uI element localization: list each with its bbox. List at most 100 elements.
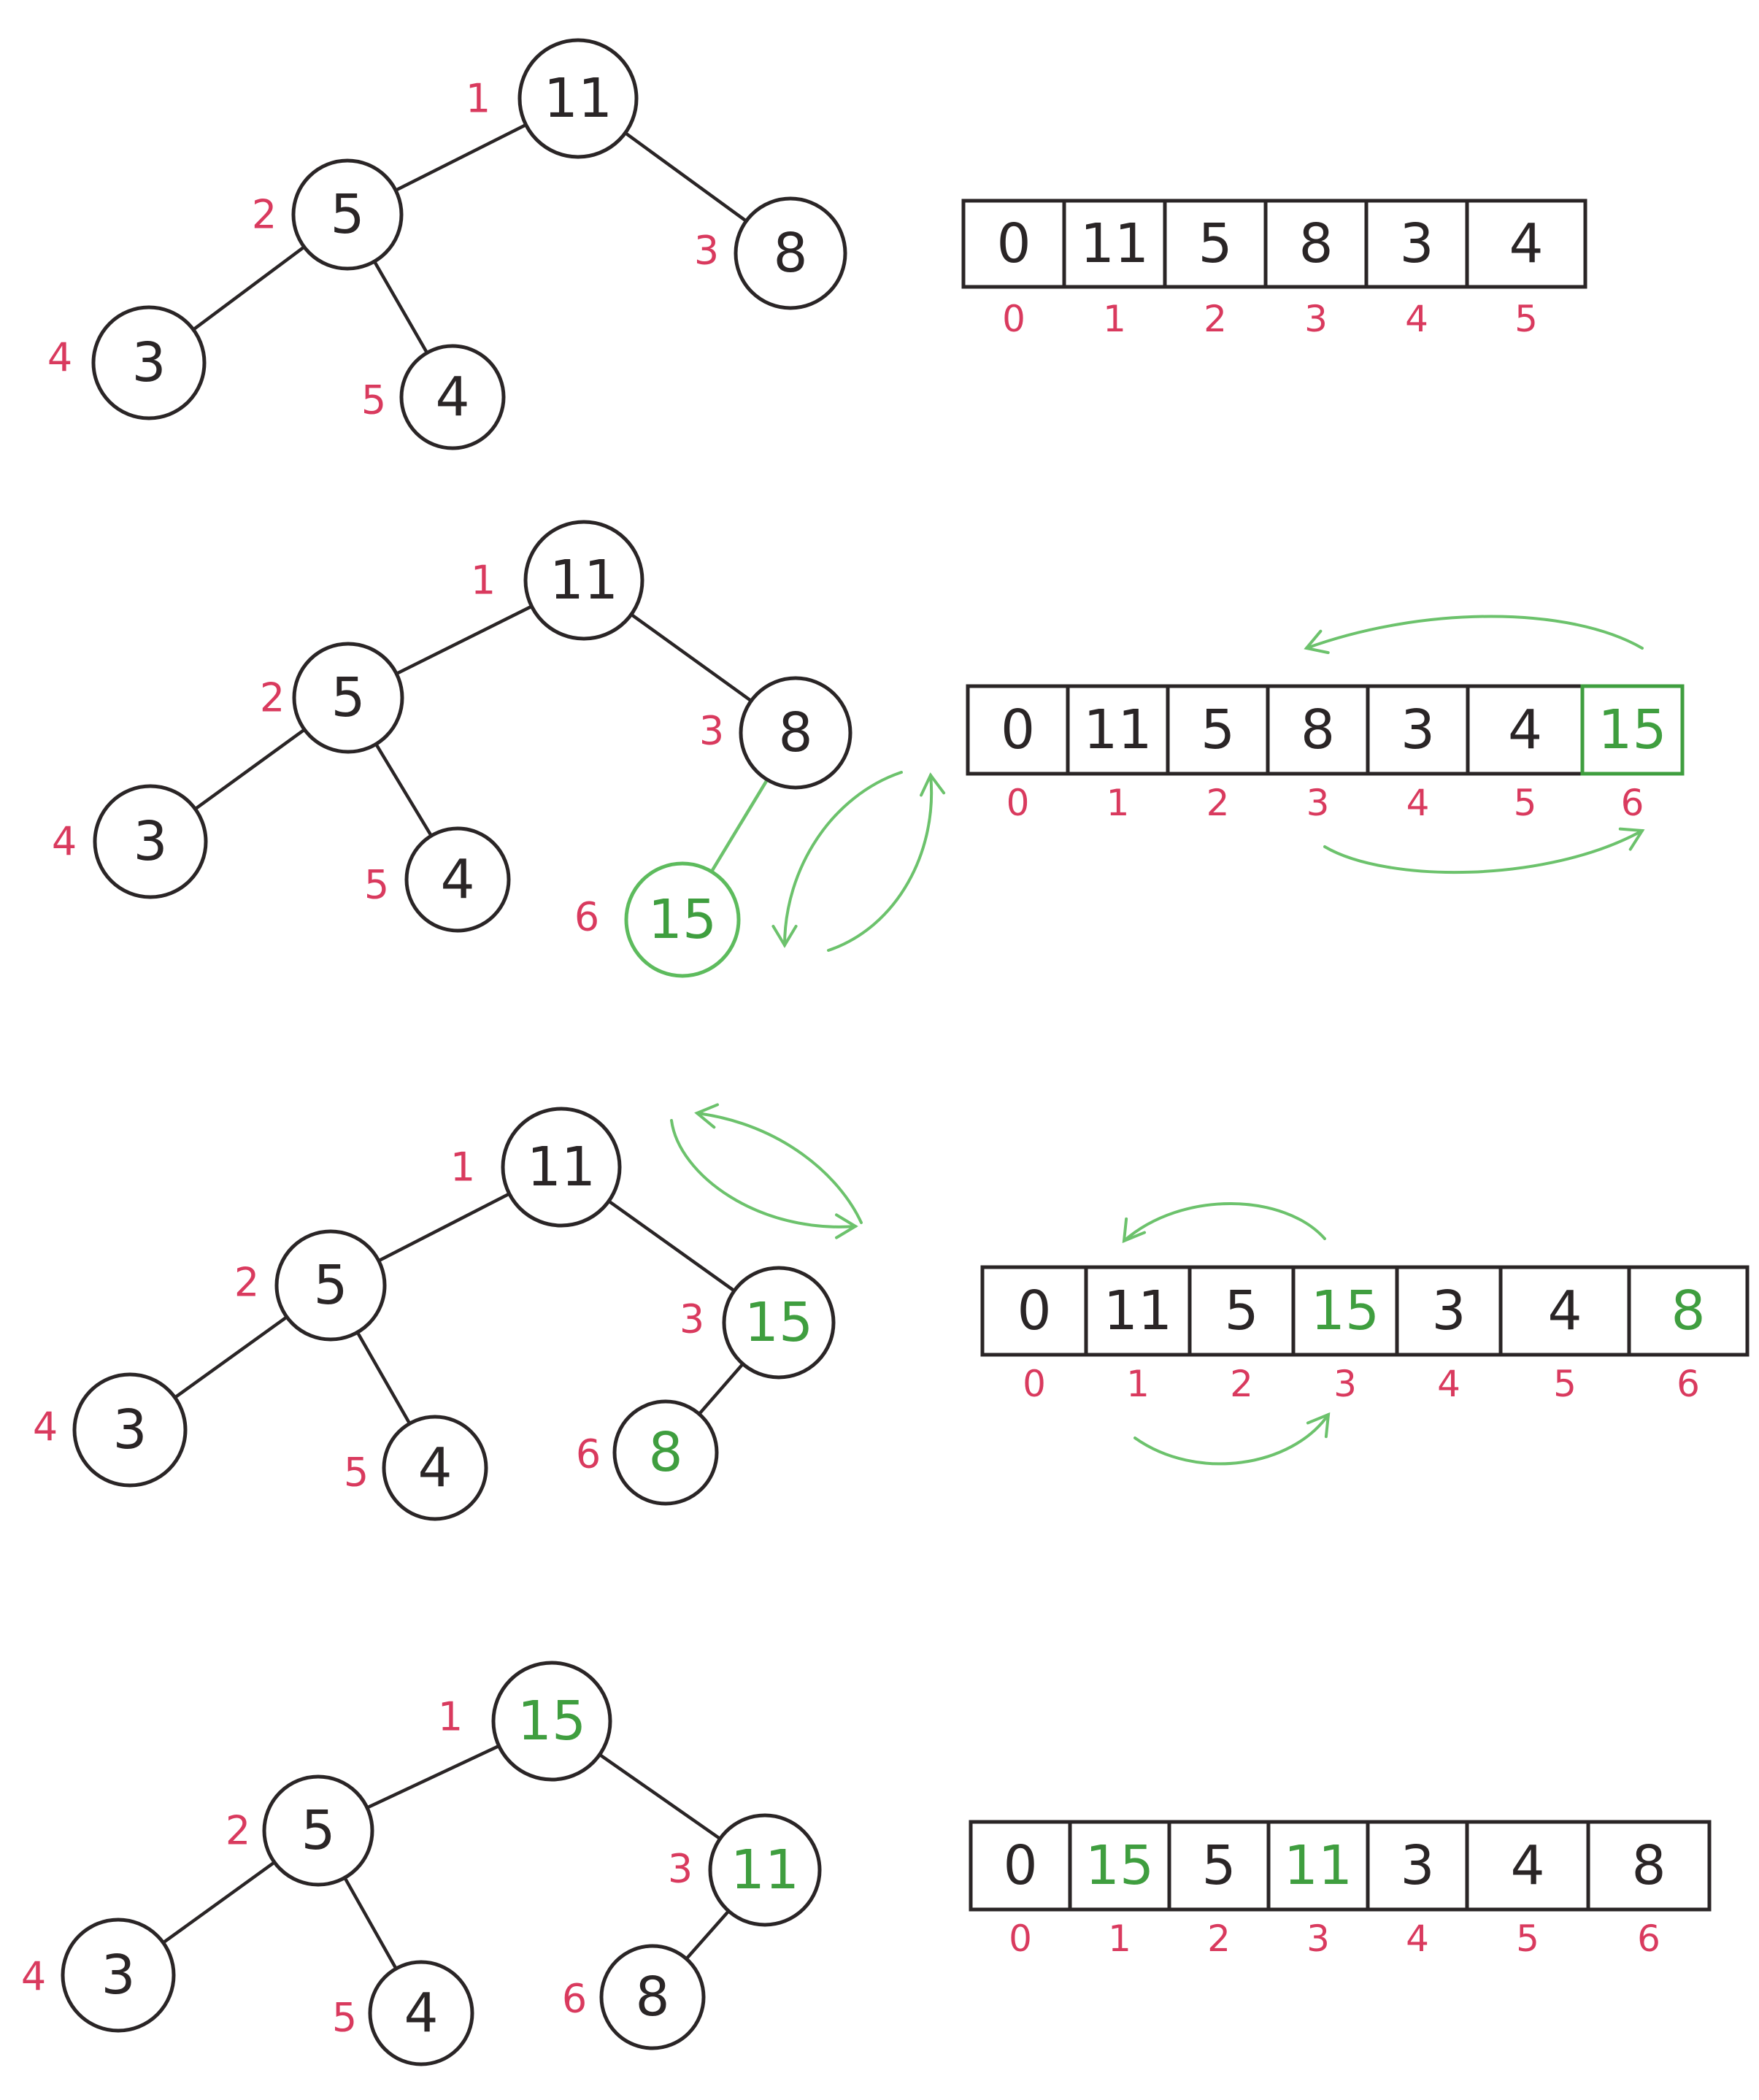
tree-node: 151 [438,1661,612,1782]
tree-node-index-label: 5 [361,377,386,423]
array-index-label: 2 [1207,1918,1231,1960]
tree-edge [173,1315,289,1399]
tree-node: 86 [562,1944,706,2050]
tree-node-circle [382,1415,488,1521]
array-cell [966,684,1070,776]
tree-node-index-label: 1 [471,558,496,604]
array-cell-value: 8 [1671,1280,1705,1342]
swap-arrow [1304,615,1644,655]
tree-node-value: 11 [731,1839,799,1901]
swap-arrow [827,772,946,952]
array-index-label: 0 [1023,1363,1046,1405]
swap-arrow [670,1119,858,1239]
array-cell-value: 3 [1400,1834,1434,1897]
tree-node-index-label: 5 [344,1450,369,1496]
tree-node-index-label: 3 [680,1296,704,1342]
tree-edge [685,1909,731,1961]
array-cell [1163,199,1268,289]
tree-node-value: 11 [550,549,618,612]
swap-arrow [1133,1412,1331,1466]
array-cell-value: 8 [1631,1834,1666,1897]
tree-node-circle [734,196,847,310]
tree-node-value: 3 [131,331,166,394]
array-cell-value: 5 [1201,1834,1236,1897]
tree-node-circle [612,1399,719,1506]
swap-arrow-path [827,774,934,952]
tree-node: 34 [33,1372,188,1488]
tree-node-index-label: 2 [226,1808,250,1854]
array-cell-value: 3 [1399,212,1433,275]
swap-arrow-path [1323,829,1644,874]
swap-arrow-head [835,1213,858,1239]
tree-edge [377,1192,512,1263]
array-cell-value: 4 [1510,1834,1544,1897]
tree-edge [161,1861,277,1945]
array-index-label: 0 [1009,1918,1032,1960]
tree-node-value: 11 [527,1136,596,1199]
array-index-label: 1 [1126,1363,1150,1405]
tree-node-circle [722,1266,836,1380]
tree-node: 45 [344,1415,488,1521]
array-cell [1068,1820,1171,1912]
array-index-label: 6 [1677,1363,1700,1405]
array-cell [1263,199,1369,289]
tree-node-index-label: 4 [47,335,72,381]
swap-arrow-head [1304,629,1330,655]
swap-arrow [771,771,903,948]
tree-edge [355,1330,412,1426]
tree-edge [393,123,528,192]
tree-edge [191,245,306,331]
array-cell [1266,684,1370,776]
array-index-label: 3 [1333,1363,1357,1405]
array-index-label: 1 [1103,298,1126,340]
tree-node: 156 [574,861,741,978]
tree-node-circle [599,1944,706,2050]
swap-arrow-path [1305,615,1644,650]
tree-node-value: 8 [778,701,812,764]
array-index-label: 4 [1406,782,1430,824]
swap-arrow-head [1618,827,1645,851]
tree-node-value: 3 [112,1399,147,1461]
array-cell [1586,1820,1712,1912]
tree-node: 113 [668,1813,822,1927]
tree-node: 52 [260,642,404,754]
array-cell-value: 11 [1104,1280,1172,1342]
array-index-label: 2 [1204,298,1227,340]
swap-arrow-head [920,772,946,797]
array-index-label: 6 [1621,782,1644,824]
tree-node: 52 [252,158,404,271]
tree-node-circle [368,1960,474,2066]
array-cell [1395,1265,1503,1357]
tree-node: 83 [699,676,852,790]
array-index-label: 1 [1106,782,1130,824]
array-index-label: 6 [1637,1918,1660,1960]
array-index-label: 3 [1306,1918,1330,1960]
array-index-label: 5 [1514,782,1537,824]
tree-node: 52 [234,1229,387,1342]
tree-node-circle [399,344,506,450]
tree-node-index-label: 2 [252,192,277,238]
swap-arrow-head [1122,1217,1147,1244]
tree-node-value: 15 [744,1291,813,1354]
tree-node-circle [523,520,644,641]
tree-edge [697,1362,744,1416]
tree-node-value: 5 [313,1254,347,1317]
tree-node-index-label: 3 [694,228,719,274]
array-cell [1084,1265,1192,1357]
tree-node-circle [404,826,511,933]
tree-node-value: 3 [101,1944,135,2007]
tree-node-value: 15 [517,1690,586,1753]
swap-arrow [694,1103,863,1224]
swap-arrow-path [696,1112,863,1224]
tree-node-circle [708,1813,822,1927]
swap-arrow [1323,827,1645,874]
tree-node-circle [501,1107,622,1228]
array-cell-value: 4 [1508,699,1542,761]
array-index-label: 5 [1553,1363,1577,1405]
tree-node-value: 8 [773,222,807,285]
array-cell-value: 5 [1198,212,1232,275]
array-cell [1066,684,1170,776]
